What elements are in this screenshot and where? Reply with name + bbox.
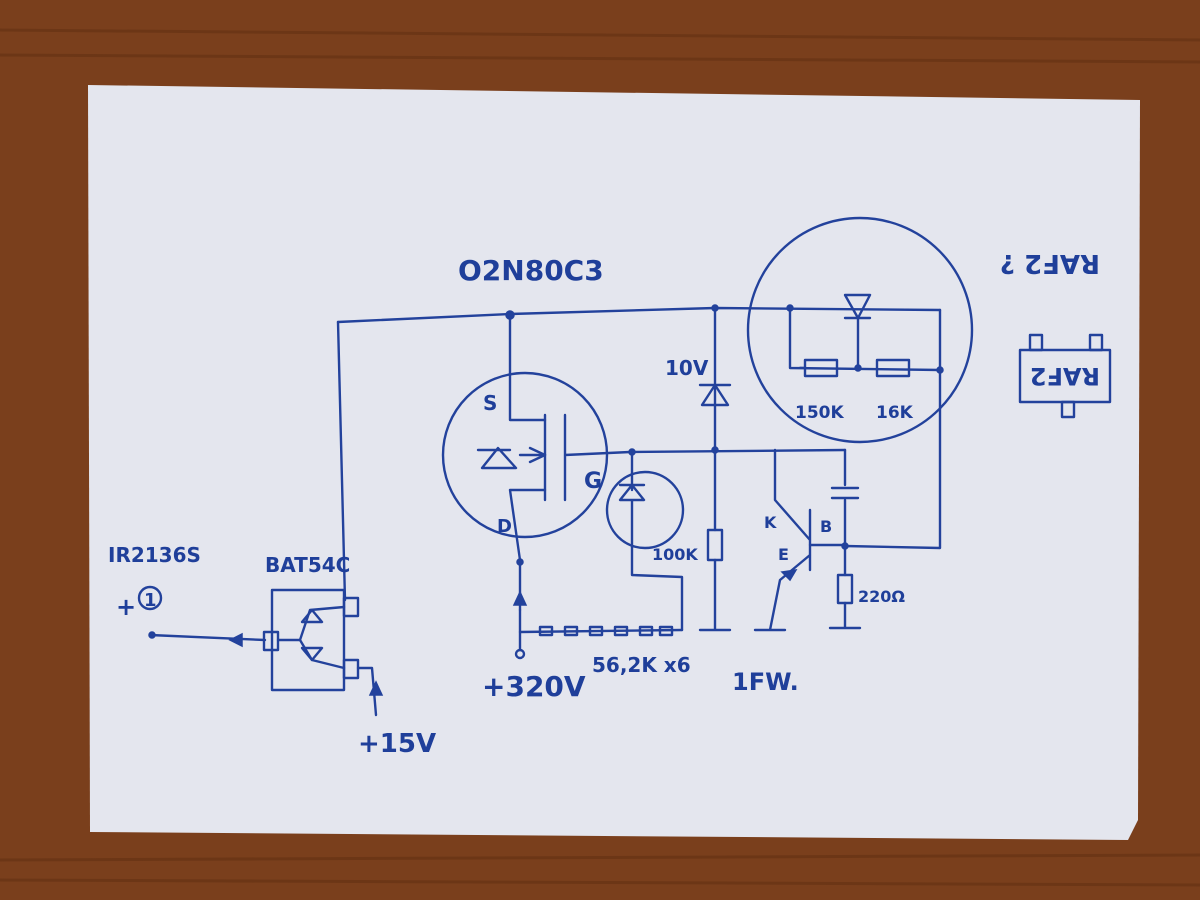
resistor-chain-label: 56,2K x6 — [592, 653, 691, 677]
resistor-chain-symbols — [538, 625, 674, 637]
mosfet-part-label: O2N80C3 — [458, 254, 604, 287]
flipped-note-label: RAF2 ? — [1000, 248, 1100, 278]
emitter-label: E — [778, 545, 789, 564]
driver-ic-label: IR2136S — [108, 543, 201, 567]
res-150k-label: 150K — [795, 403, 844, 423]
zener-voltage-label: 10V — [665, 356, 709, 380]
supply-lv-label: +15V — [358, 729, 436, 759]
res-220-label: 220Ω — [858, 587, 905, 606]
wood-grain — [0, 28, 1200, 887]
res-100k-label: 100K — [652, 545, 698, 564]
schematic — [148, 216, 1112, 717]
power-rating-label: 1FW. — [732, 668, 799, 696]
collector-label: K — [764, 513, 777, 532]
supply-hv-label: +320V — [482, 670, 586, 703]
gate-pin-label: G — [584, 469, 602, 494]
base-label: B — [820, 517, 832, 536]
drain-pin-label: D — [497, 516, 512, 537]
driver-pin-label: 1 — [144, 590, 157, 611]
res-16k-label: 16K — [876, 403, 914, 423]
diode-part-label: BAT54C — [265, 553, 350, 577]
mosfet-symbol — [441, 371, 609, 539]
plus-sign: + — [116, 593, 136, 621]
paper-sheet — [88, 85, 1140, 840]
detail-circle — [746, 216, 974, 444]
source-pin-label: S — [483, 391, 497, 415]
package-marking-label: RAF2 — [1030, 362, 1100, 390]
